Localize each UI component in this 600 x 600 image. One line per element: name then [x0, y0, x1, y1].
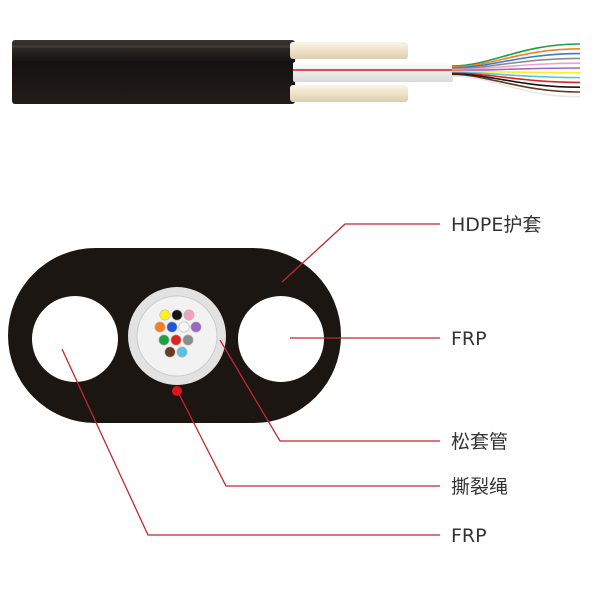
label-frp-left: FRP — [451, 525, 487, 547]
fiber-strand — [451, 52, 581, 69]
ripcord-dot — [172, 386, 182, 396]
fiber-strand — [451, 48, 581, 68]
leader-hdpe-jacket — [281, 223, 440, 283]
cable-side-view — [12, 40, 581, 104]
loose-tube-side — [293, 62, 453, 82]
frp-core-left — [32, 296, 118, 382]
fiber-bundle-side — [451, 43, 581, 98]
fiber-dot — [183, 309, 195, 321]
frp-rod-bottom-side — [290, 85, 408, 102]
fiber-dot — [170, 334, 182, 346]
fiber-strand — [451, 62, 581, 71]
fiber-dot — [164, 346, 176, 358]
fiber-dot — [159, 309, 171, 321]
fiber-dot — [158, 334, 170, 346]
fiber-strand — [451, 73, 581, 88]
callout-lines — [61, 223, 440, 536]
fiber-strand — [451, 74, 581, 93]
leader-loose-tube — [219, 339, 440, 442]
fiber-strand — [451, 70, 581, 74]
fiber-dot — [176, 346, 188, 358]
fiber-dot — [190, 321, 202, 333]
fiber-strand — [451, 57, 581, 70]
fiber-dot — [171, 309, 183, 321]
fiber-strand — [451, 72, 581, 84]
frp-rod-top-side — [290, 42, 408, 59]
label-hdpe-jacket: HDPE护套 — [451, 214, 541, 236]
label-ripcord: 撕裂绳 — [451, 476, 508, 498]
frp-core-right — [238, 296, 324, 382]
fiber-strand — [451, 67, 581, 72]
label-frp-right: FRP — [451, 328, 487, 350]
fiber-strand — [451, 75, 581, 98]
label-loose-tube: 松套管 — [451, 431, 508, 453]
cable-cross-section — [8, 248, 341, 423]
fiber-dot — [154, 321, 166, 333]
fiber-dot — [178, 321, 190, 333]
fiber-dot — [182, 334, 194, 346]
fiber-dot — [166, 321, 178, 333]
leader-ripcord — [177, 391, 440, 487]
fiber-bundle — [154, 309, 202, 358]
jacket-highlight — [12, 45, 295, 48]
fiber-strand — [451, 43, 581, 67]
fiber-strand — [451, 71, 581, 79]
leader-frp-left — [61, 348, 440, 536]
cable-jacket-side — [12, 40, 295, 104]
